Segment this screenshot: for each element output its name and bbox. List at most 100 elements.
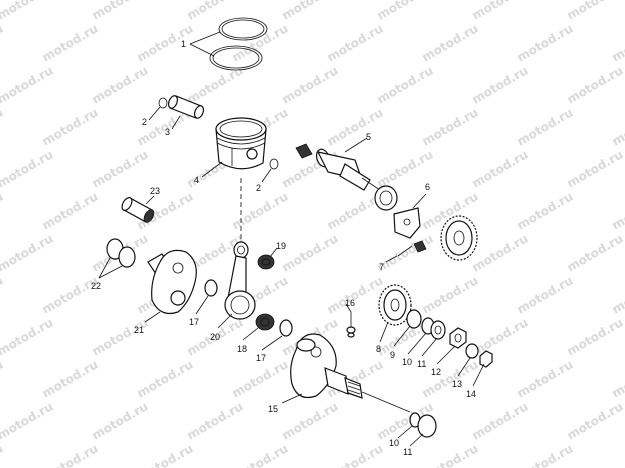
callout-2-right: 2 [256, 183, 261, 193]
watermark-text: motod.ru [0, 105, 5, 148]
callout-17-right: 17 [256, 353, 266, 363]
watermark-text: motod.ru [375, 0, 436, 23]
circlip-right [269, 158, 279, 170]
crank-nut-14 [479, 350, 493, 368]
watermark-text: motod.ru [515, 105, 576, 148]
watermark-text: motod.ru [90, 399, 151, 442]
watermark-text: motod.ru [185, 399, 246, 442]
crank-gear [378, 284, 412, 326]
callout-3: 3 [165, 127, 170, 137]
watermark-text: motod.ru [90, 63, 151, 106]
crank-washer-13 [465, 343, 479, 359]
watermark-text: motod.ru [0, 189, 5, 232]
piston [215, 117, 267, 170]
watermark-text: motod.ru [565, 147, 625, 190]
crank-nut-12 [449, 327, 467, 349]
watermark-text: motod.ru [565, 231, 625, 274]
watermark-text: motod.ru [90, 0, 151, 23]
woodruff-key [346, 312, 356, 338]
callout-15: 15 [268, 404, 278, 414]
watermark-text: motod.ru [135, 441, 196, 468]
watermark-text: motod.ru [280, 0, 341, 23]
crank-washer-9 [406, 309, 422, 329]
watermark-text: motod.ru [470, 63, 531, 106]
watermark-text: motod.ru [565, 315, 625, 358]
watermark-text: motod.ru [610, 105, 625, 148]
balancer-gear [440, 215, 478, 261]
thrust-washer-left [204, 279, 218, 297]
leader-lines [98, 31, 485, 447]
watermark-text: motod.ru [0, 147, 55, 190]
watermark-text: motod.ru [40, 105, 101, 148]
watermark-text: motod.ru [420, 273, 481, 316]
callout-11-lower: 11 [403, 447, 412, 457]
watermark-text: motod.ru [0, 0, 55, 23]
watermark-text: motod.ru [90, 315, 151, 358]
watermark-text: motod.ru [610, 189, 625, 232]
watermark-text: motod.ru [90, 147, 151, 190]
callout-23: 23 [150, 186, 160, 196]
bracket-bolt [397, 240, 427, 257]
balancer-shaft [295, 143, 381, 191]
watermark-text: motod.ru [565, 63, 625, 106]
callout-9: 9 [390, 350, 395, 360]
callout-10-lower: 10 [389, 438, 399, 448]
watermark-text: motod.ru [470, 231, 531, 274]
circlip-top [158, 97, 168, 109]
watermark-text: motod.ru [40, 273, 101, 316]
watermark-text: motod.ru [325, 21, 386, 64]
balancer-bracket [393, 193, 427, 239]
watermark-text: motod.ru [565, 399, 625, 442]
watermark-text: motod.ru [0, 231, 55, 274]
watermark-text: motod.ru [280, 63, 341, 106]
callout-21: 21 [134, 325, 144, 335]
callout-14: 14 [466, 389, 476, 399]
watermark-text: motod.ru [40, 357, 101, 400]
watermark-text: motod.ru [0, 357, 5, 400]
watermark-text: motod.ru [420, 441, 481, 468]
watermark-text: motod.ru [470, 147, 531, 190]
crank-seals [106, 238, 136, 268]
watermark-text: motod.ru [0, 399, 55, 442]
crank-washer-11 [430, 320, 446, 340]
watermark-text: motod.ru [375, 63, 436, 106]
watermark-text: motod.ru [135, 21, 196, 64]
callout-19: 19 [276, 241, 286, 251]
thrust-washer-right [279, 319, 293, 337]
callout-8: 8 [376, 344, 381, 354]
piston-rings [209, 17, 268, 71]
watermark-text: motod.ru [230, 441, 291, 468]
watermark-text: motod.ru [325, 441, 386, 468]
watermark-text: motod.ru [515, 441, 576, 468]
callout-2-top: 2 [142, 117, 147, 127]
watermark-text: motod.ru [280, 231, 341, 274]
watermark-text: motod.ru [185, 0, 246, 23]
callout-11-upper: 11 [417, 359, 426, 369]
connecting-rod [224, 241, 256, 320]
callout-1: 1 [181, 39, 186, 49]
small-shaft [121, 197, 155, 223]
callout-10-upper: 10 [402, 357, 412, 367]
callout-6: 6 [425, 182, 430, 192]
watermark-text: motod.ru [230, 21, 291, 64]
watermark-text: motod.ru [40, 441, 101, 468]
crank-half-left [147, 249, 197, 315]
watermark-text: motod.ru [515, 21, 576, 64]
watermark-text: motod.ru [40, 189, 101, 232]
watermark-text: motod.ru [280, 399, 341, 442]
watermark-text: motod.ru [325, 105, 386, 148]
callout-20: 20 [210, 332, 220, 342]
watermark-text: motod.ru [610, 21, 625, 64]
watermark-text: motod.ru [470, 315, 531, 358]
watermark-text: motod.ru [420, 105, 481, 148]
watermark-text: motod.ru [610, 357, 625, 400]
callout-7: 7 [379, 262, 384, 272]
watermark-text: motod.ru [565, 0, 625, 23]
watermark-text: motod.ru [230, 189, 291, 232]
watermark-text: motod.ru [515, 357, 576, 400]
small-end-bearing [257, 254, 275, 270]
watermark-text: motod.ru [470, 399, 531, 442]
